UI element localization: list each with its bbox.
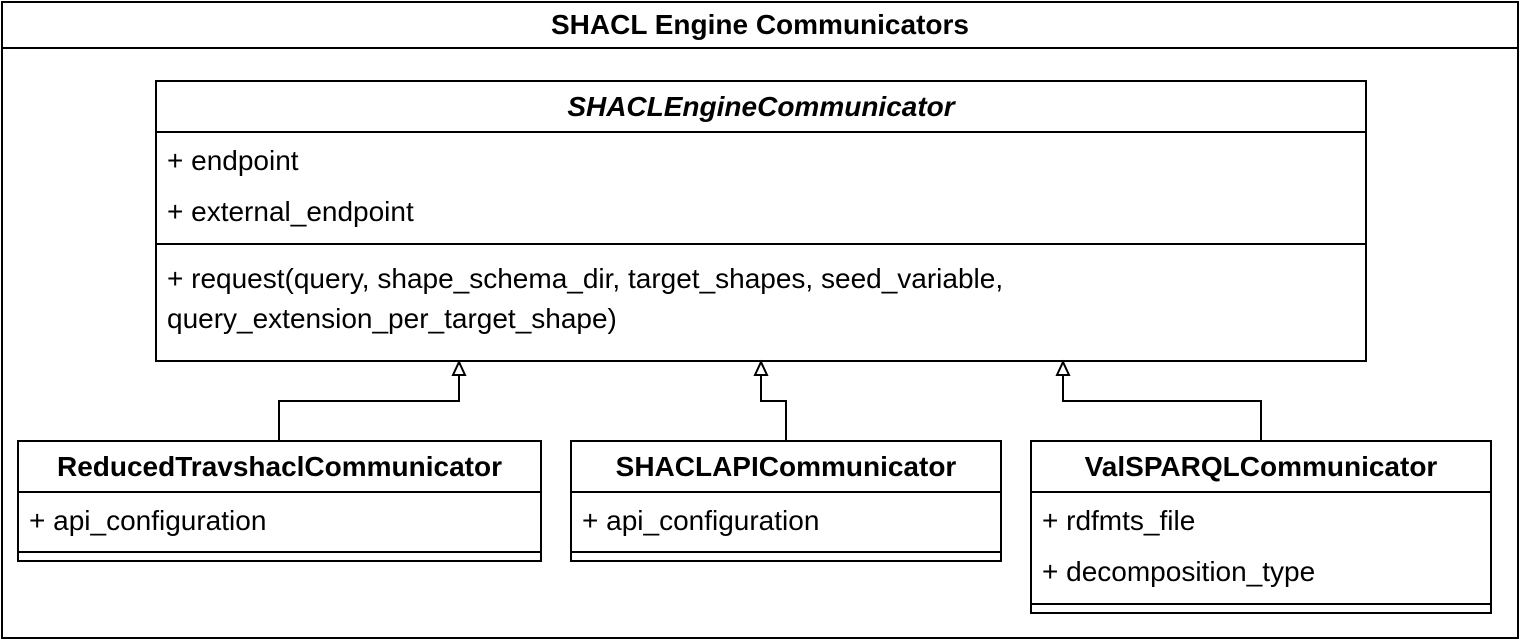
- generalization-arrowhead: [1055, 359, 1071, 376]
- class-reduced-travshacl-communicator[interactable]: ReducedTravshaclCommunicator + api_confi…: [17, 440, 542, 562]
- class-name: ReducedTravshaclCommunicator: [19, 442, 540, 493]
- class-name: SHACLEngineCommunicator: [157, 82, 1365, 133]
- class-shacl-engine-communicator[interactable]: SHACLEngineCommunicator + endpoint + ext…: [155, 80, 1367, 362]
- attribute-compartment: + api_configuration: [572, 493, 1000, 553]
- operation-compartment: + request(query, shape_schema_dir, targe…: [157, 245, 1365, 339]
- inheritance-edge: [760, 375, 787, 440]
- attribute: + api_configuration: [29, 505, 267, 536]
- diagram-title: SHACL Engine Communicators: [3, 3, 1517, 49]
- operation: + request(query, shape_schema_dir, targe…: [167, 263, 1004, 334]
- attribute: + api_configuration: [582, 505, 820, 536]
- class-shaclapi-communicator[interactable]: SHACLAPICommunicator + api_configuration: [570, 440, 1002, 562]
- attribute-compartment: + api_configuration: [19, 493, 540, 553]
- inheritance-edge: [278, 375, 460, 440]
- attribute-compartment: + rdfmts_file + decomposition_type: [1032, 493, 1490, 605]
- inheritance-edge: [1062, 375, 1262, 440]
- generalization-arrowhead: [451, 359, 467, 376]
- attribute-compartment: + endpoint + external_endpoint: [157, 133, 1365, 245]
- class-name: ValSPARQLCommunicator: [1032, 442, 1490, 493]
- attribute: + rdfmts_file: [1042, 505, 1196, 536]
- class-name: SHACLAPICommunicator: [572, 442, 1000, 493]
- attribute: + endpoint: [167, 145, 299, 176]
- class-valsparql-communicator[interactable]: ValSPARQLCommunicator + rdfmts_file + de…: [1030, 440, 1492, 614]
- attribute: + external_endpoint: [167, 196, 414, 227]
- attribute: + decomposition_type: [1042, 556, 1316, 587]
- generalization-arrowhead: [753, 359, 769, 376]
